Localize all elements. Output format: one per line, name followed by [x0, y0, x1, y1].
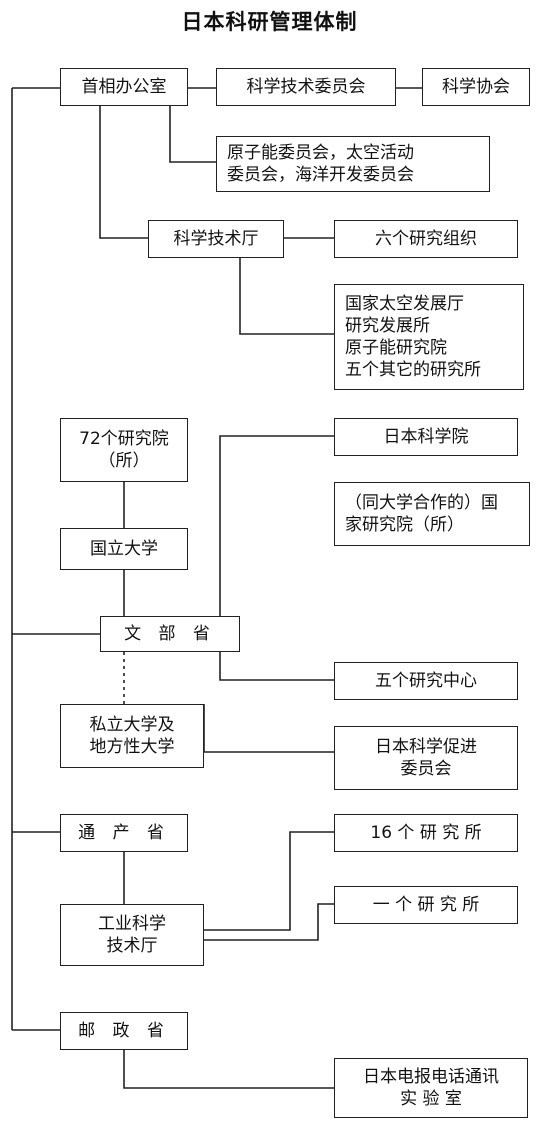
node-national-univ: 国立大学	[60, 528, 188, 570]
node-jsps: 日本科学促进 委员会	[334, 726, 518, 790]
node-miti: 通 产 省	[60, 814, 188, 852]
pm-to-committees	[169, 106, 216, 163]
aist-to-one	[204, 903, 334, 941]
node-post: 邮 政 省	[60, 1012, 188, 1050]
post-to-ntt	[123, 1050, 334, 1089]
chart-title: 日本科研管理体制	[181, 10, 358, 34]
node-coop-institutes: （同大学合作的）国 家研究院（所）	[334, 482, 530, 546]
mext-to-centers	[219, 652, 334, 681]
node-five-centers: 五个研究中心	[334, 662, 518, 700]
private-to-jsps	[203, 704, 334, 753]
node-one-institute: 一 个 研 究 所	[334, 886, 518, 924]
node-sci-tech-council: 科学技术委员会	[216, 68, 396, 106]
node-committees: 原子能委员会，太空活动 委员会，海洋开发委员会	[216, 136, 490, 192]
mext-to-academy	[219, 435, 334, 616]
pm-to-sta	[99, 106, 148, 239]
node-pm-office: 首相办公室	[60, 68, 188, 106]
node-ntt-lab: 日本电报电话通讯 实 验 室	[334, 1058, 528, 1118]
node-mext: 文 部 省	[100, 616, 240, 652]
node-six-orgs: 六个研究组织	[334, 220, 518, 258]
sta-to-institutes	[239, 256, 334, 335]
node-sta-institutes: 国家太空发展厅 研究发展所 原子能研究院 五个其它的研究所	[334, 284, 524, 390]
node-science-association: 科学协会	[422, 68, 530, 106]
node-sta: 科学技术厅	[148, 220, 284, 258]
node-private-univ: 私立大学及 地方性大学	[60, 704, 204, 768]
node-aist: 工业科学 技术厅	[60, 904, 204, 966]
aist-to-inst16	[204, 831, 334, 931]
node-inst16: 16 个 研 究 所	[334, 814, 518, 852]
node-inst72: 72个研究院 （所）	[60, 418, 188, 482]
node-academy: 日本科学院	[334, 418, 518, 456]
